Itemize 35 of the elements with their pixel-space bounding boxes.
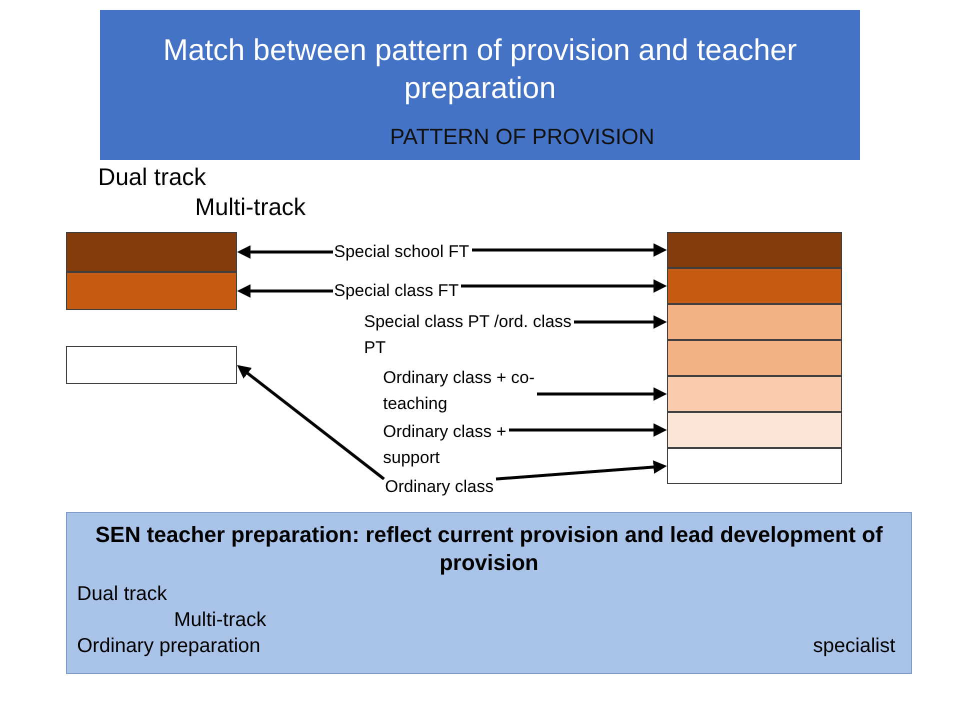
provision-label: Ordinary class <box>385 474 495 500</box>
bar-segment <box>667 232 842 268</box>
arrow <box>496 460 667 480</box>
bar-segment <box>667 412 842 448</box>
section-heading: PATTERN OF PROVISION <box>390 124 656 150</box>
panel-text: Multi-track <box>174 608 268 633</box>
bar-segment <box>667 448 842 484</box>
bar-segment <box>667 268 842 304</box>
bar-segment <box>66 346 237 384</box>
slide-title: Match between pattern of provision and teacher preparation <box>162 33 798 107</box>
info-panel <box>66 512 912 674</box>
panel-text: specialist <box>813 634 896 659</box>
bar-segment <box>66 232 237 272</box>
arrow <box>237 245 333 259</box>
column-heading: Multi-track <box>195 193 307 222</box>
provision-label: Special school FT <box>334 239 471 265</box>
arrow <box>472 243 667 257</box>
bar-segment <box>667 340 842 376</box>
panel-heading: SEN teacher preparation: reflect current provision and lead development of provision <box>94 521 884 577</box>
bar-segment <box>667 376 842 412</box>
panel-text: Ordinary preparation <box>77 634 262 659</box>
column-heading: Dual track <box>98 163 208 192</box>
provision-label: Ordinary class + co-teaching <box>383 365 536 417</box>
bar-segment <box>667 304 842 340</box>
arrow <box>237 365 385 480</box>
provision-label: Special class FT <box>334 278 460 304</box>
provision-label: Ordinary class + support <box>383 419 508 471</box>
arrow <box>574 315 667 329</box>
bar-segment <box>66 272 237 310</box>
panel-text: Dual track <box>77 582 168 607</box>
arrow <box>237 284 333 298</box>
arrow <box>461 279 667 293</box>
arrow <box>509 423 667 437</box>
arrow <box>537 387 667 401</box>
provision-label: Special class PT /ord. class PT <box>364 309 573 361</box>
